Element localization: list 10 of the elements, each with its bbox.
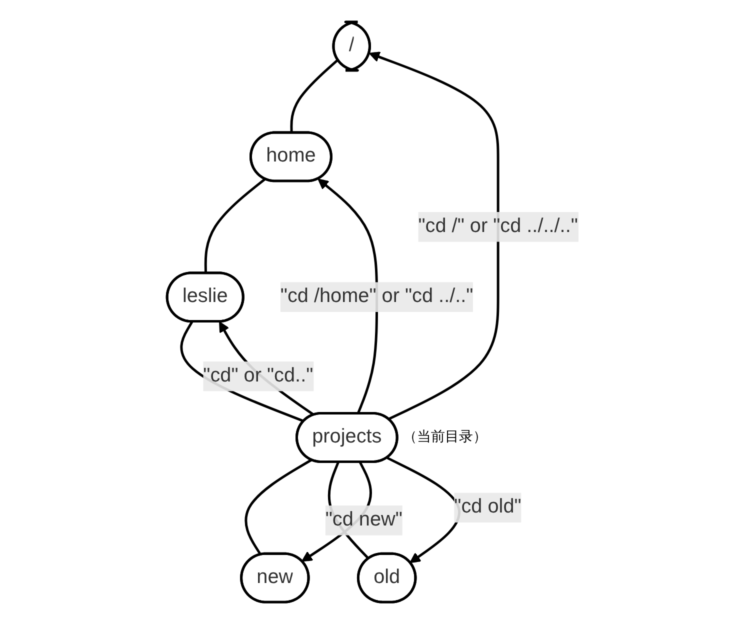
connector [244,458,312,556]
edge-label: "cd /home" or "cd ../.." [280,286,474,308]
connector [290,58,339,134]
arrow [368,52,500,420]
arrow [318,178,378,414]
edge-label: "cd old" [454,496,522,518]
edge-label: "cd" or "cd.." [203,365,314,386]
edge-label: "cd new" [325,509,402,530]
edge-label: "cd /" or "cd ../../.." [418,216,578,237]
connector [204,178,266,274]
